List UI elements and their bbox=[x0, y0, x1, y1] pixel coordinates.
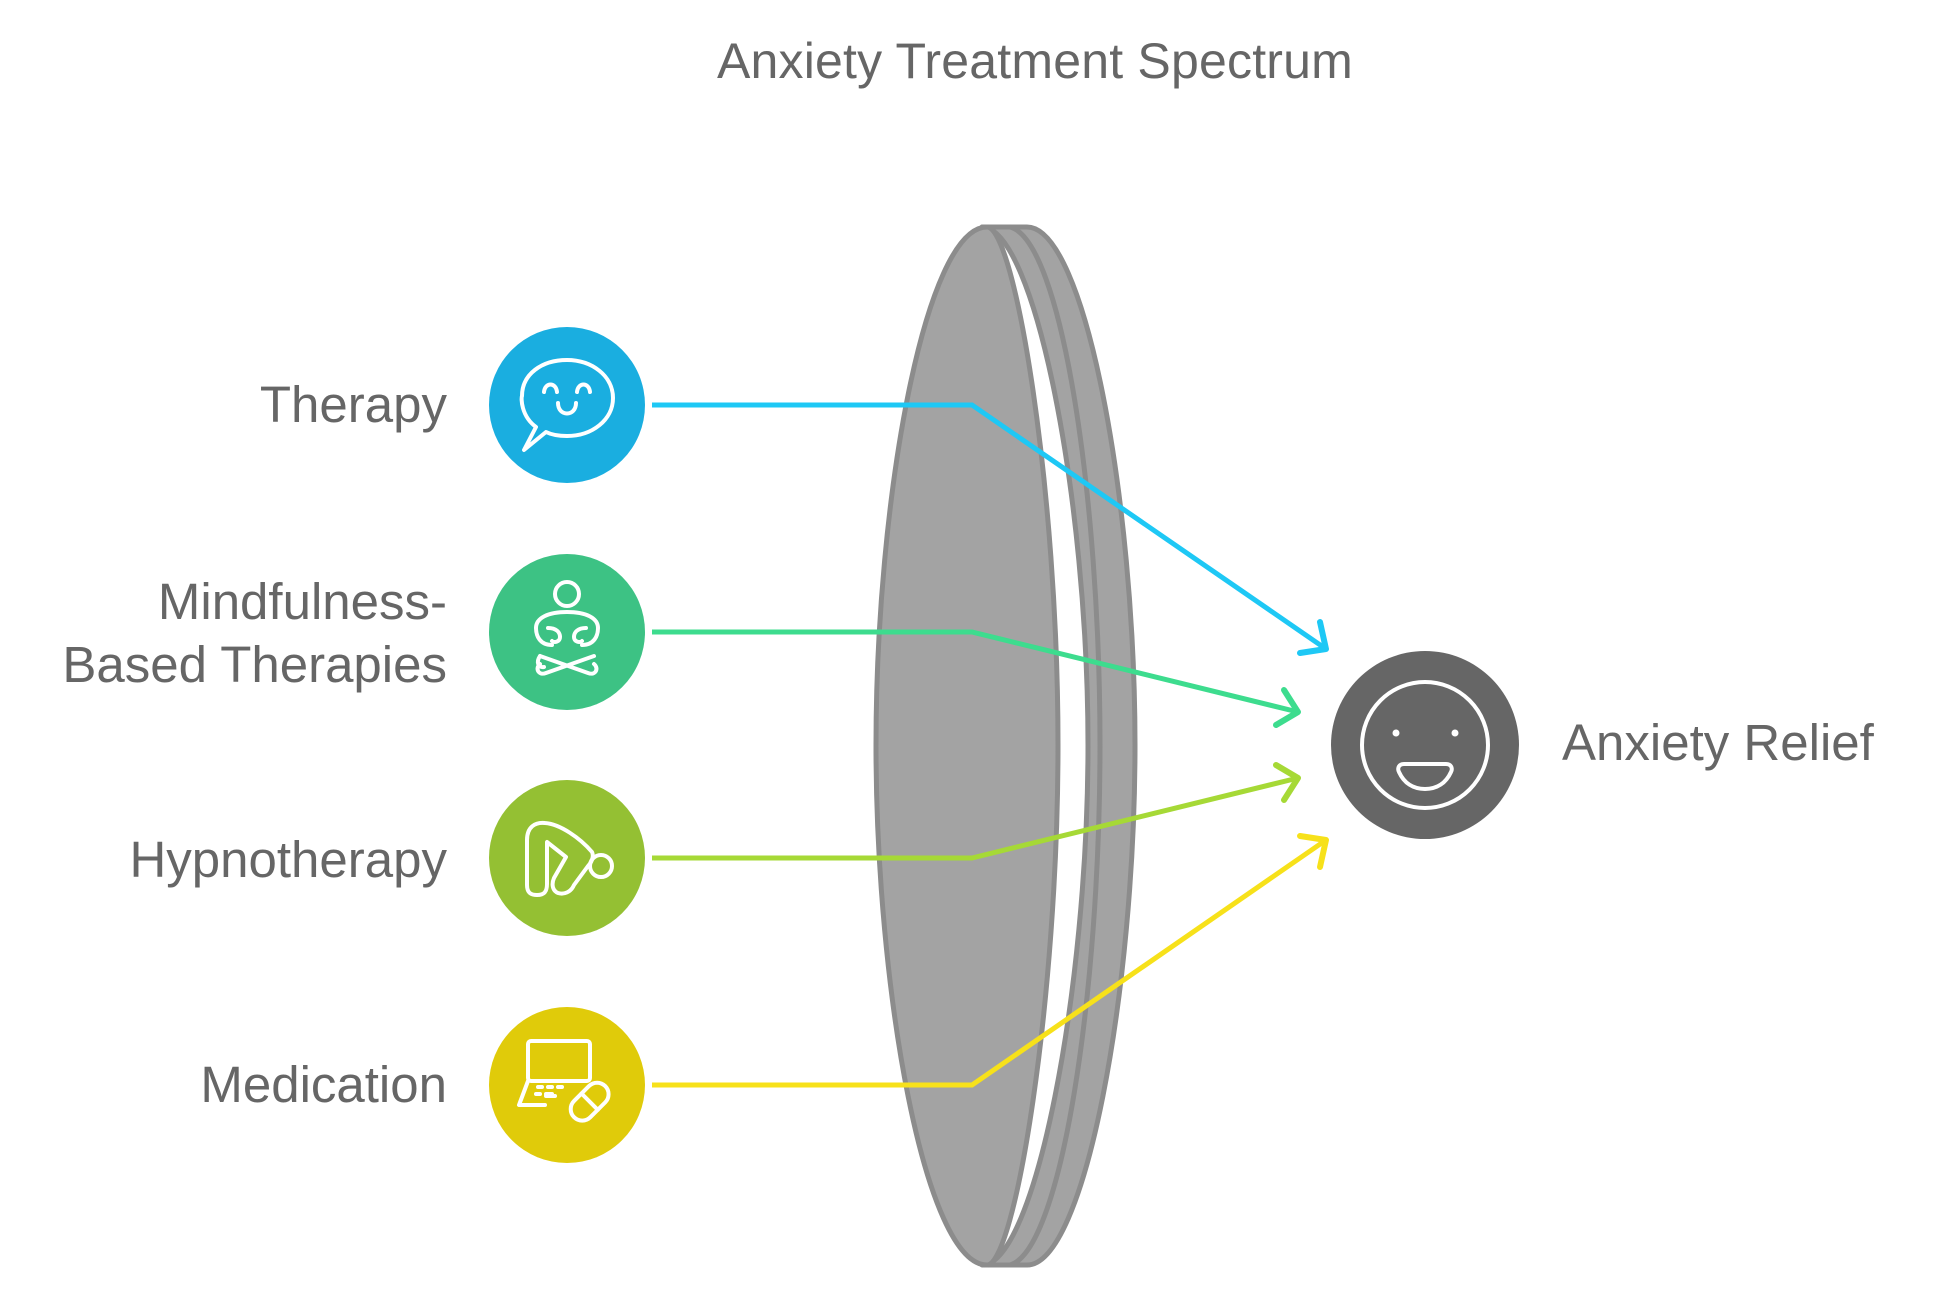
connectors bbox=[652, 402, 1329, 1088]
therapy-circle bbox=[489, 327, 645, 483]
happy-face-icon bbox=[1360, 680, 1490, 810]
laptop-pill-icon bbox=[517, 1039, 611, 1123]
speech-bubble-smile-icon bbox=[519, 358, 615, 452]
source-hypnotherapy bbox=[489, 780, 645, 936]
arrowhead-medication bbox=[1297, 833, 1329, 870]
target-anxiety-relief bbox=[1331, 651, 1519, 839]
diagram-title: Anxiety Treatment Spectrum bbox=[716, 33, 1353, 89]
lens bbox=[873, 224, 1138, 1268]
label-mindfulness-line-1: Mindfulness- bbox=[157, 573, 447, 630]
connector-hypnotherapy bbox=[652, 775, 1299, 861]
mindfulness-circle bbox=[489, 554, 645, 710]
arrowhead-therapy bbox=[1297, 619, 1329, 656]
label-anxiety-relief: Anxiety Relief bbox=[1562, 714, 1874, 771]
label-medication: Medication bbox=[200, 1056, 447, 1113]
anxiety-relief-circle bbox=[1331, 651, 1519, 839]
label-mindfulness: Mindfulness- Based Therapies bbox=[27, 570, 447, 696]
label-therapy: Therapy bbox=[259, 376, 447, 433]
label-mindfulness-line-2: Based Therapies bbox=[62, 636, 447, 693]
lens-front-face bbox=[873, 224, 1061, 1268]
arrowhead-mindfulness bbox=[1273, 687, 1301, 728]
connector-therapy bbox=[652, 402, 1328, 652]
connector-medication bbox=[652, 837, 1328, 1088]
connector-mindfulness bbox=[652, 629, 1299, 715]
label-hypnotherapy: Hypnotherapy bbox=[129, 831, 447, 888]
meditation-icon bbox=[534, 580, 600, 676]
lens-rim bbox=[1009, 224, 1103, 1268]
bending-figure-icon bbox=[525, 820, 614, 897]
source-medication bbox=[489, 1007, 645, 1163]
source-mindfulness bbox=[489, 554, 645, 710]
source-therapy bbox=[489, 327, 645, 483]
medication-circle bbox=[489, 1007, 645, 1163]
arrowhead-hypnotherapy bbox=[1273, 762, 1301, 803]
